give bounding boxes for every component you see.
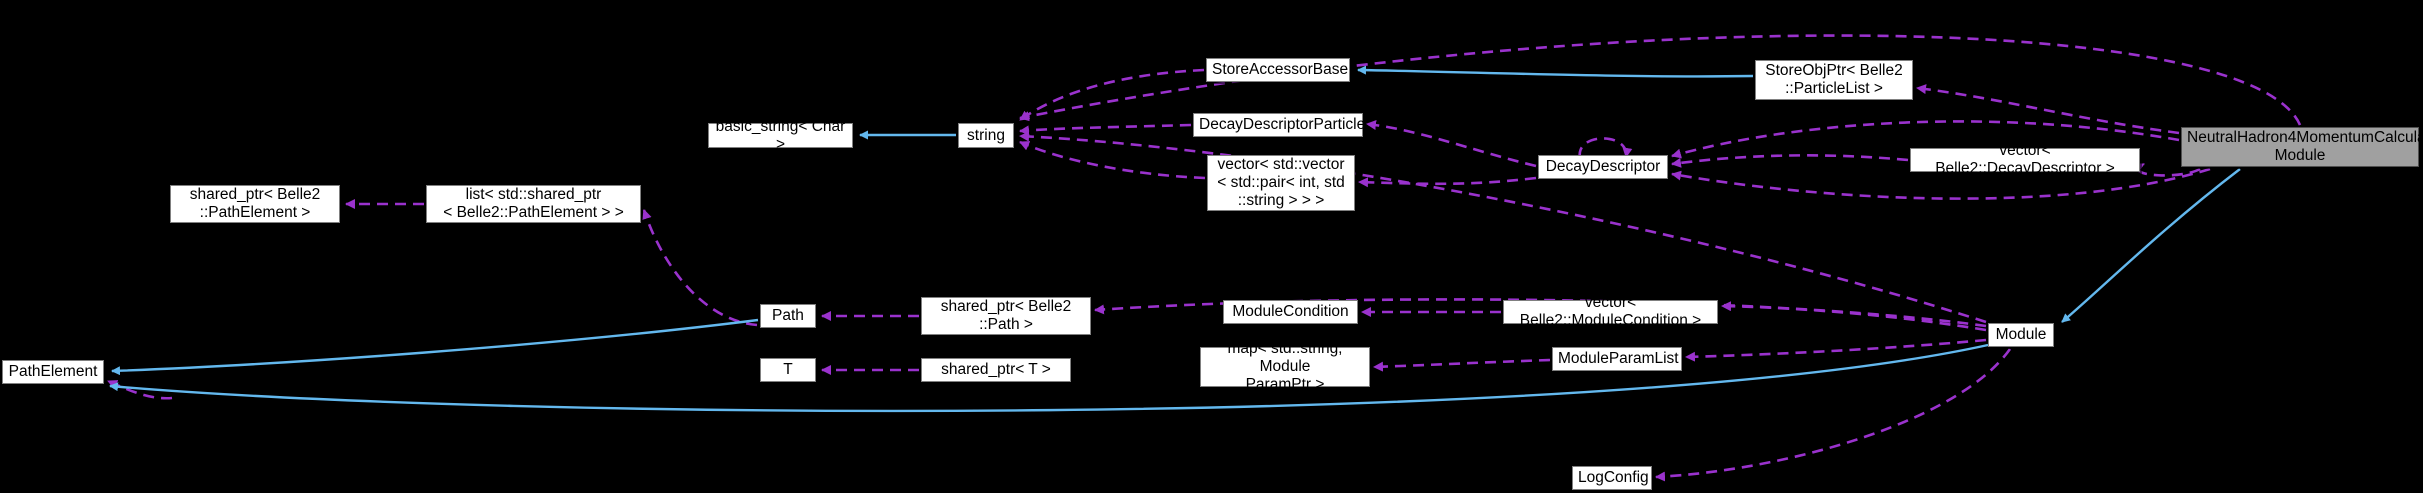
node-log-config[interactable]: LogConfig	[1572, 466, 1652, 490]
edge-module-to-moduleparamlist	[1685, 338, 1987, 362]
edge-decaydescriptor-to-vectorvectorpair	[1358, 176, 1537, 188]
edge-decaydescriptorparticle-to-string	[1019, 123, 1192, 136]
edge-decaydescriptor-to-decaydescriptorparticle	[1366, 120, 1537, 168]
edge-vectorvectorpair-to-string	[1019, 140, 1206, 180]
node-label: shared_ptr< Belle2 ::PathElement >	[189, 186, 321, 221]
edge-module-to-string	[1019, 131, 1987, 324]
node-label: Module	[1995, 326, 2047, 343]
node-label: Path	[772, 307, 804, 324]
node-module[interactable]: Module	[1988, 323, 2054, 347]
node-shared-ptr-path[interactable]: shared_ptr< Belle2 ::Path >	[921, 297, 1091, 335]
node-label: basic_string< Char >	[715, 117, 846, 153]
node-label: StoreAccessorBase	[1212, 61, 1349, 78]
edge-sharedptrpathelement-to-pathelement	[107, 379, 173, 400]
node-neutral-hadron-4momentum-calculator-module[interactable]: NeutralHadron4MomentumCalculator Module	[2181, 127, 2423, 167]
node-string[interactable]: string	[958, 123, 1014, 148]
edge-vectordecaydescriptor-to-decaydescriptor	[1671, 154, 1909, 168]
node-list-shared-ptr-pathelement[interactable]: list< std::shared_ptr < Belle2::PathElem…	[426, 185, 641, 223]
node-decay-descriptor[interactable]: DecayDescriptor	[1538, 155, 1668, 179]
node-label: vector< std::vector < std::pair< int, st…	[1217, 156, 1345, 209]
node-label: DecayDescriptor	[1545, 158, 1661, 175]
node-shared-ptr-t[interactable]: shared_ptr< T >	[921, 358, 1071, 382]
node-label: vector< Belle2::DecayDescriptor >	[1935, 142, 2115, 177]
node-vector-vector-pair-int-string[interactable]: vector< std::vector < std::pair< int, st…	[1207, 155, 1355, 211]
node-label: DecayDescriptorParticle	[1199, 116, 1366, 133]
node-module-param-list[interactable]: ModuleParamList	[1552, 347, 1682, 371]
node-label: PathElement	[8, 363, 98, 380]
edge-moduleparamlist-to-mapmoduleparam	[1373, 358, 1551, 372]
node-path[interactable]: Path	[760, 304, 816, 328]
node-label: shared_ptr< T >	[941, 361, 1051, 378]
edge-neutralhadron-to-module	[2061, 168, 2241, 323]
edge-storeaccessorbase-to-string	[1019, 68, 1205, 122]
node-vector-decay-descriptor[interactable]: vector< Belle2::DecayDescriptor >	[1910, 142, 2140, 177]
node-t-template-param[interactable]: T	[760, 358, 816, 382]
node-label: NeutralHadron4MomentumCalculator Module	[2187, 129, 2423, 164]
node-label: list< std::shared_ptr < Belle2::PathElem…	[443, 186, 624, 221]
node-label: StoreObjPtr< Belle2 ::ParticleList >	[1765, 62, 1903, 97]
edge-storeobjptr-to-storeaccessorbase	[1357, 65, 1754, 78]
node-decay-descriptor-particle[interactable]: DecayDescriptorParticle	[1193, 113, 1366, 137]
edge-path-to-pathelement	[111, 318, 759, 376]
node-label: T	[783, 361, 793, 378]
usage-edge-group	[107, 34, 2302, 482]
node-map-string-moduleparamptr[interactable]: map< std::string, Module ParamPtr >	[1200, 340, 1370, 393]
edge-module-to-logconfig	[1655, 348, 2012, 482]
node-label: ModuleCondition	[1232, 303, 1349, 320]
node-label: ModuleParamList	[1558, 350, 1679, 367]
node-vector-module-condition[interactable]: vector< Belle2::ModuleCondition >	[1503, 294, 1718, 329]
node-store-obj-ptr-particlelist[interactable]: StoreObjPtr< Belle2 ::ParticleList >	[1755, 60, 1913, 100]
node-label: LogConfig	[1578, 469, 1649, 486]
inheritance-edge-group	[109, 65, 2241, 413]
node-store-accessor-base[interactable]: StoreAccessorBase	[1206, 58, 1350, 82]
node-label: shared_ptr< Belle2 ::Path >	[940, 298, 1072, 333]
node-label: vector< Belle2::ModuleCondition >	[1519, 294, 1702, 329]
edge-neutralhadron-to-storeobjptrparticlelist	[1916, 84, 2180, 135]
node-label: map< std::string, Module ParamPtr >	[1227, 340, 1343, 393]
node-shared-ptr-pathelement[interactable]: shared_ptr< Belle2 ::PathElement >	[170, 185, 340, 223]
node-path-element[interactable]: PathElement	[2, 360, 104, 384]
node-label: string	[967, 126, 1005, 144]
node-basic-string-char[interactable]: basic_string< Char >	[708, 118, 853, 153]
edge-module-to-vectormodulecondition	[1721, 301, 1987, 332]
node-module-condition[interactable]: ModuleCondition	[1223, 300, 1358, 324]
edge-path-to-listsharedptr	[641, 209, 758, 327]
